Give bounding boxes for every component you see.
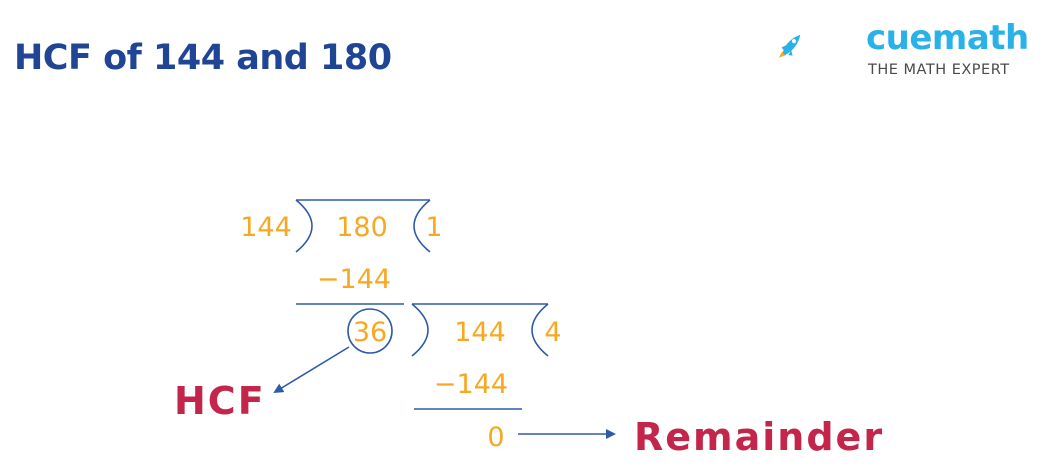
rocket-flame [778, 51, 787, 58]
rocket-window [791, 39, 797, 44]
step2-subtract: −144 [434, 369, 508, 400]
rocket-icon [778, 34, 801, 58]
step1-quotient: 1 [425, 212, 442, 243]
rocket-fin-right [788, 50, 793, 56]
step2-remainder: 0 [487, 422, 504, 453]
step1-left-bracket [295, 199, 313, 253]
step1-right-bracket [413, 199, 431, 253]
page-title: HCF of 144 and 180 [14, 38, 392, 78]
logo-tagline: THE MATH EXPERT [868, 62, 1010, 78]
rocket-body [782, 34, 801, 55]
hcf-arrow [273, 346, 350, 394]
remainder-label: Remainder [634, 415, 884, 459]
step1-dividend: 180 [336, 212, 388, 243]
step1-divisor: 144 [240, 212, 292, 243]
step2-left-bracket [411, 303, 429, 357]
hcf-label: HCF [174, 379, 266, 423]
hcf-circle [347, 308, 393, 354]
step2-quotient: 4 [544, 317, 561, 348]
rocket-fin-left [781, 45, 787, 51]
logo-wordmark: cuemath [866, 18, 1029, 58]
step2-right-bracket [531, 303, 549, 357]
step2-dividend: 144 [454, 317, 506, 348]
step1-remainder: 36 [353, 317, 387, 348]
step1-subtract: −144 [317, 264, 391, 295]
